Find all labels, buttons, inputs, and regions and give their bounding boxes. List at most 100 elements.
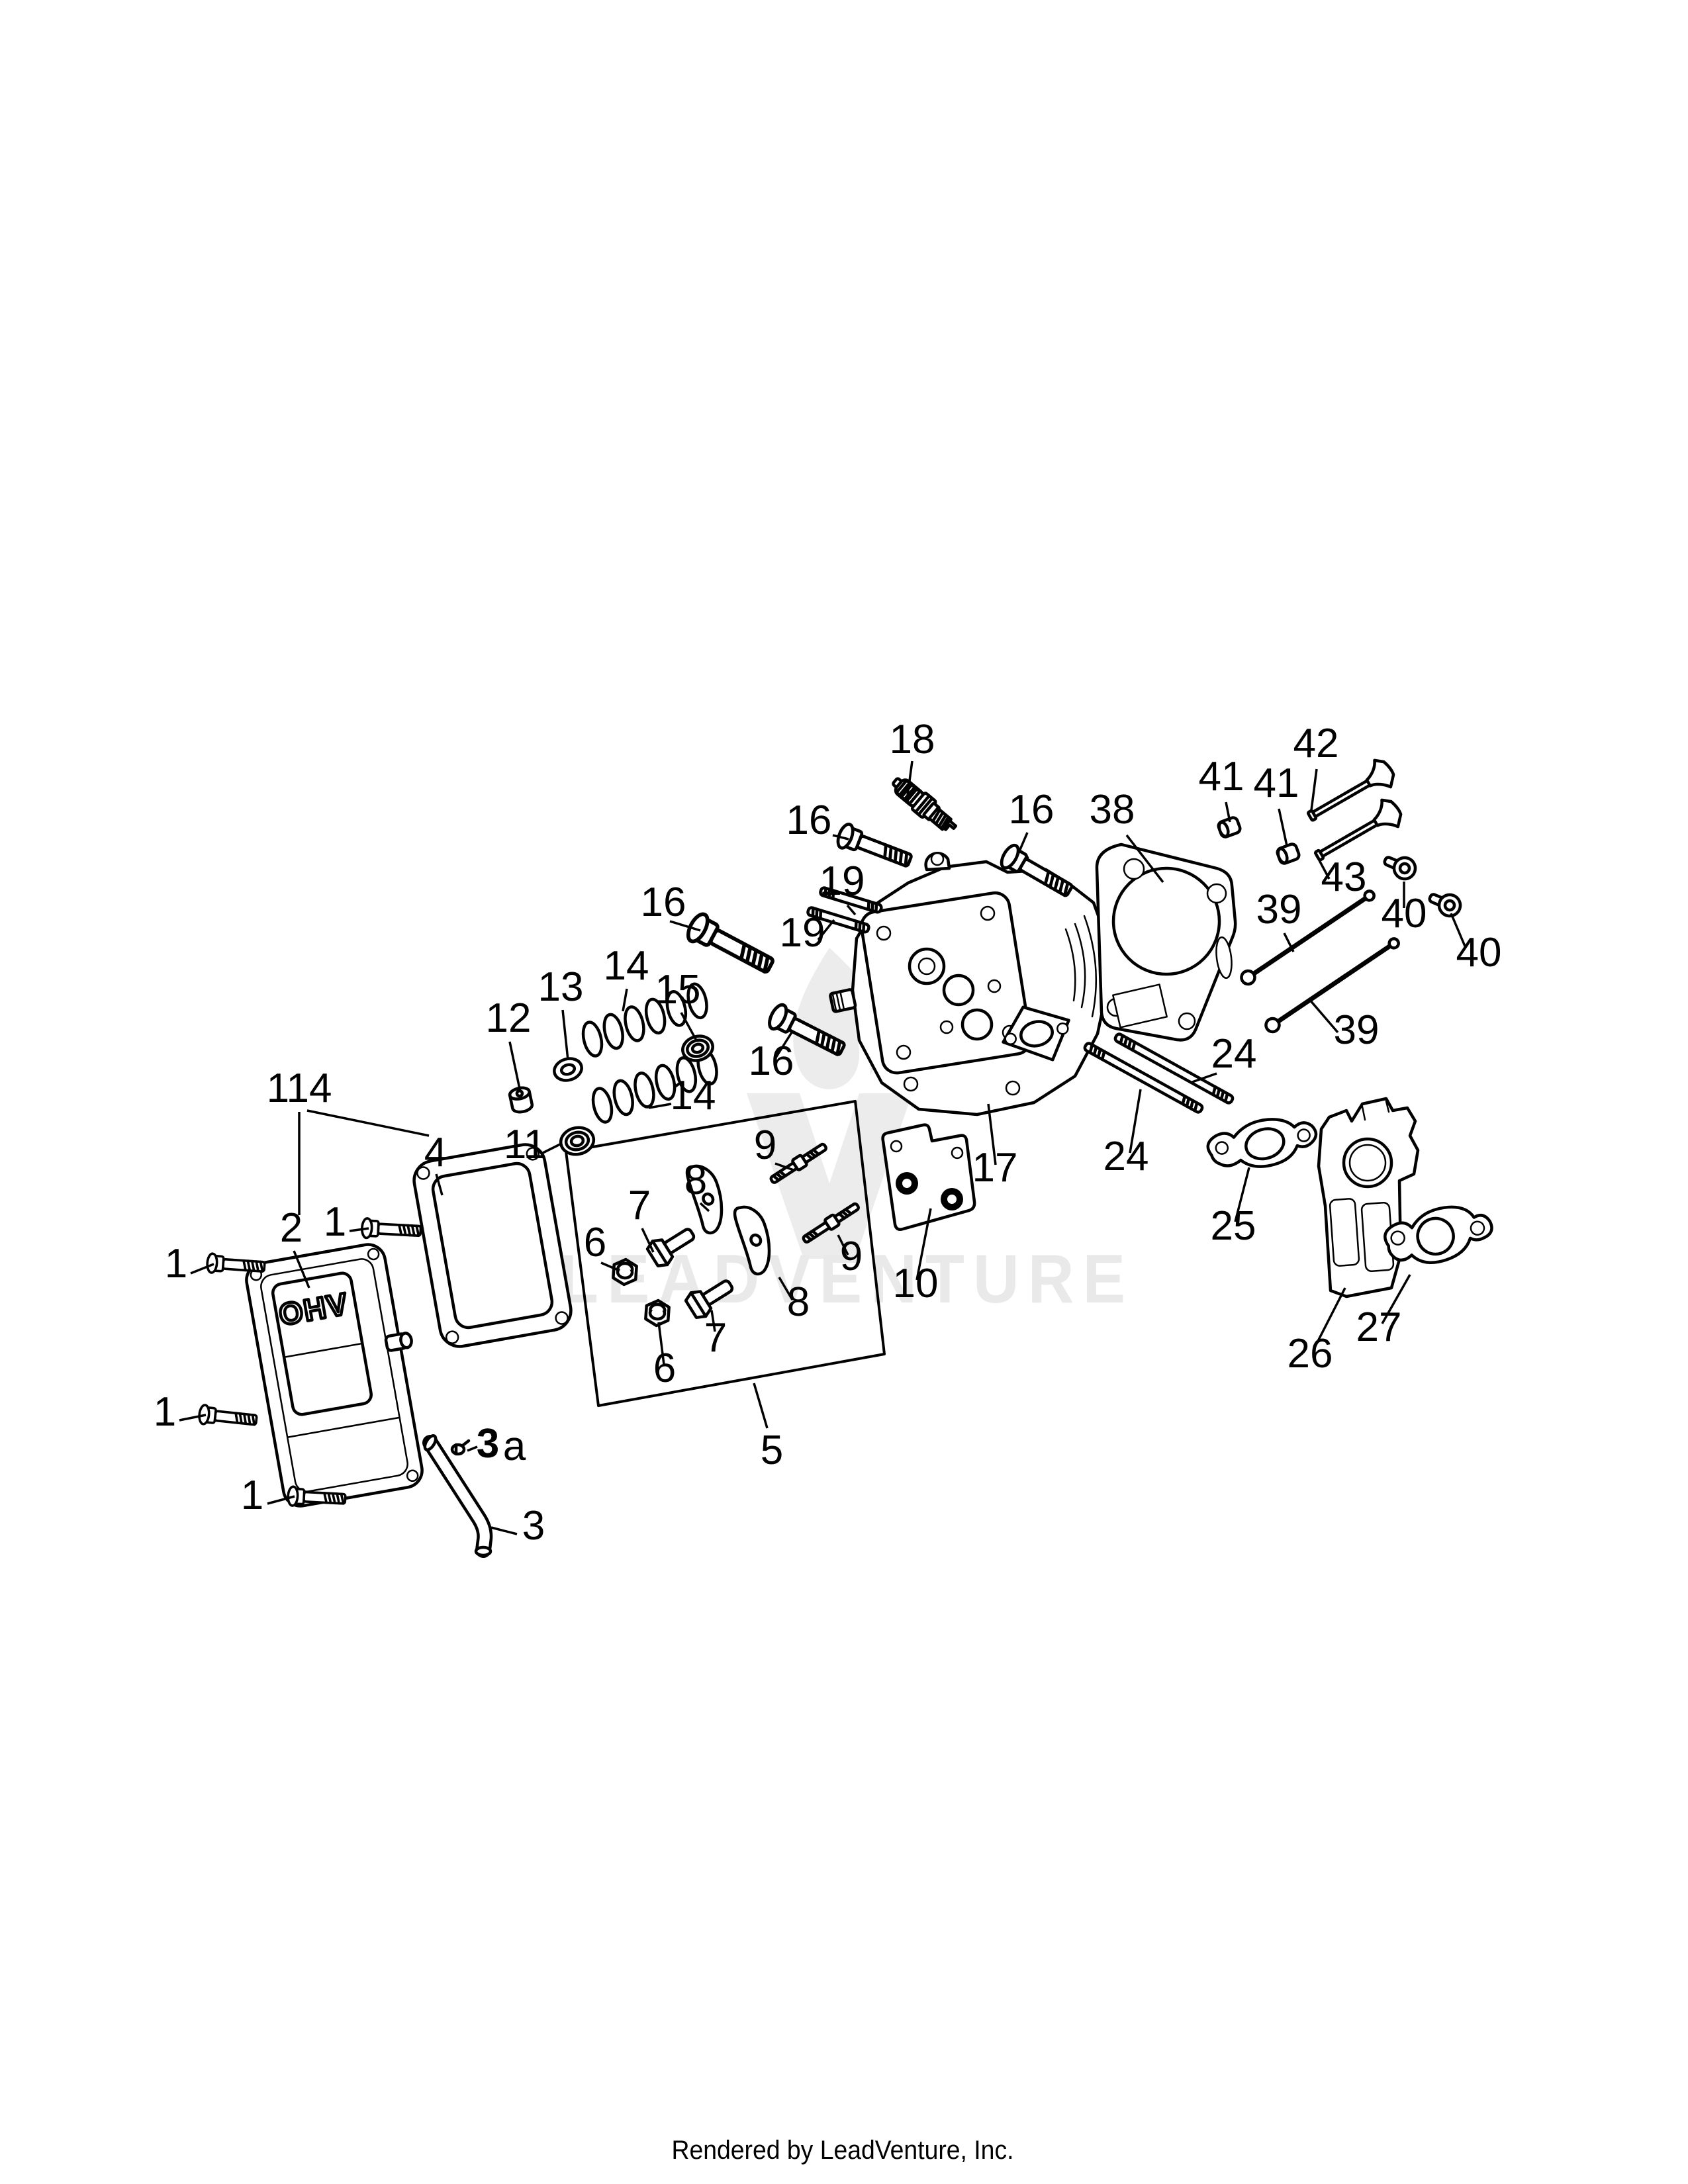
leader-line xyxy=(267,1495,295,1505)
callout-6[interactable]: 6 xyxy=(584,1220,606,1265)
leader-line xyxy=(306,1109,430,1137)
part-41-valve-guide xyxy=(1276,843,1300,865)
callout-8[interactable]: 8 xyxy=(787,1279,810,1325)
part-4-cover-gasket xyxy=(412,1143,573,1348)
callout-3[interactable]: 3 xyxy=(522,1503,545,1549)
callout-16[interactable]: 16 xyxy=(1009,787,1055,833)
leader-line xyxy=(1278,808,1288,846)
callout-40[interactable]: 40 xyxy=(1382,891,1427,936)
callout-3[interactable]: 3 xyxy=(477,1421,499,1467)
leader-line xyxy=(190,1263,214,1275)
part-39-push-rod xyxy=(1264,935,1401,1034)
leader-line xyxy=(915,1208,932,1281)
leader-line xyxy=(699,1202,710,1212)
part-3a-tube-clip xyxy=(452,1441,469,1454)
leader-line xyxy=(508,1041,522,1093)
callout-19[interactable]: 19 xyxy=(780,910,825,956)
leader-line xyxy=(987,1103,997,1165)
leader-line xyxy=(837,1234,849,1255)
callout-43[interactable]: 43 xyxy=(1321,854,1367,900)
part-11-valve-seal xyxy=(558,1124,596,1158)
callout-114[interactable]: 114 xyxy=(267,1066,332,1111)
part-1-cover-bolt xyxy=(197,1403,259,1431)
leader-line xyxy=(906,760,914,796)
leader-line xyxy=(1125,834,1164,884)
part-6-pivot-nut xyxy=(613,1259,637,1285)
callout-26[interactable]: 26 xyxy=(1288,1331,1333,1377)
callout-1[interactable]: 1 xyxy=(324,1199,346,1245)
leader-line xyxy=(491,1526,518,1535)
leader-line xyxy=(817,919,835,941)
callout-15[interactable]: 15 xyxy=(655,967,701,1013)
callout-14[interactable]: 14 xyxy=(671,1073,716,1118)
callout-12[interactable]: 12 xyxy=(486,995,532,1041)
part-25-exhaust-gasket xyxy=(1206,1118,1318,1168)
callout-39[interactable]: 39 xyxy=(1334,1007,1380,1053)
callout-24[interactable]: 24 xyxy=(1103,1134,1149,1179)
leader-line xyxy=(600,1261,620,1272)
callout-4[interactable]: 4 xyxy=(424,1130,447,1175)
callout-39[interactable]: 39 xyxy=(1256,887,1302,933)
leader-line xyxy=(1318,860,1331,880)
leader-line xyxy=(1312,1287,1346,1351)
part-3-breather-tube xyxy=(422,1434,493,1558)
callout-17[interactable]: 17 xyxy=(972,1145,1018,1191)
callout-5[interactable]: 5 xyxy=(761,1428,783,1473)
callout-41[interactable]: 41 xyxy=(1254,760,1299,806)
callout-27[interactable]: 27 xyxy=(1356,1304,1402,1350)
callout-16[interactable]: 16 xyxy=(641,880,686,925)
callout-9[interactable]: 9 xyxy=(754,1122,776,1168)
callout-14[interactable]: 14 xyxy=(604,943,649,989)
leader-line xyxy=(179,1414,207,1422)
leader-line xyxy=(1308,998,1339,1034)
part-26-heat-shield xyxy=(1317,1097,1420,1298)
callout-8[interactable]: 8 xyxy=(684,1158,707,1203)
callout-9[interactable]: 9 xyxy=(840,1234,863,1279)
part-10-bracket-plate xyxy=(881,1123,976,1231)
callout-6[interactable]: 6 xyxy=(653,1345,676,1391)
leader-line xyxy=(1450,913,1467,948)
callout-1[interactable]: 1 xyxy=(154,1389,176,1435)
callout-41[interactable]: 41 xyxy=(1199,754,1244,799)
callout-10[interactable]: 10 xyxy=(893,1261,939,1306)
callout-7[interactable]: 7 xyxy=(704,1315,727,1361)
callout-a[interactable]: a xyxy=(503,1424,526,1469)
leader-lines xyxy=(179,760,1467,1535)
leader-line xyxy=(1129,1089,1142,1154)
leader-line xyxy=(1190,1072,1217,1084)
leader-line xyxy=(778,1277,794,1300)
callout-25[interactable]: 25 xyxy=(1211,1203,1256,1249)
watermark-v-icon xyxy=(747,1093,912,1259)
callout-18[interactable]: 18 xyxy=(890,717,935,762)
part-6-pivot-nut xyxy=(645,1300,670,1326)
leader-line xyxy=(774,1162,794,1171)
leader-line xyxy=(648,1103,672,1109)
leader-line xyxy=(680,1012,698,1041)
callout-42[interactable]: 42 xyxy=(1293,721,1339,766)
callout-24[interactable]: 24 xyxy=(1211,1031,1257,1077)
callout-38[interactable]: 38 xyxy=(1090,787,1135,833)
leader-line xyxy=(561,1009,569,1061)
callout-19[interactable]: 19 xyxy=(820,858,865,904)
callout-13[interactable]: 13 xyxy=(538,964,584,1010)
leader-line xyxy=(846,904,857,916)
callout-1[interactable]: 1 xyxy=(165,1241,187,1287)
leader-line xyxy=(710,1310,716,1332)
callout-2[interactable]: 2 xyxy=(280,1205,303,1251)
callout-11[interactable]: 11 xyxy=(504,1122,546,1167)
leader-line xyxy=(293,1250,310,1289)
part-2-valve-cover: OHV xyxy=(245,1243,424,1508)
callout-40[interactable]: 40 xyxy=(1456,930,1502,976)
callout-16[interactable]: 16 xyxy=(786,797,832,843)
footer-credit: Rendered by LeadVenture, Inc. xyxy=(672,2136,1014,2165)
leader-line xyxy=(1283,933,1295,952)
leader-line xyxy=(1381,1274,1411,1324)
leader-line xyxy=(467,1445,478,1452)
leader-line xyxy=(435,1173,444,1196)
leader-line xyxy=(832,834,849,841)
callout-16[interactable]: 16 xyxy=(749,1038,794,1084)
callout-7[interactable]: 7 xyxy=(628,1183,651,1228)
callout-1[interactable]: 1 xyxy=(241,1473,263,1518)
